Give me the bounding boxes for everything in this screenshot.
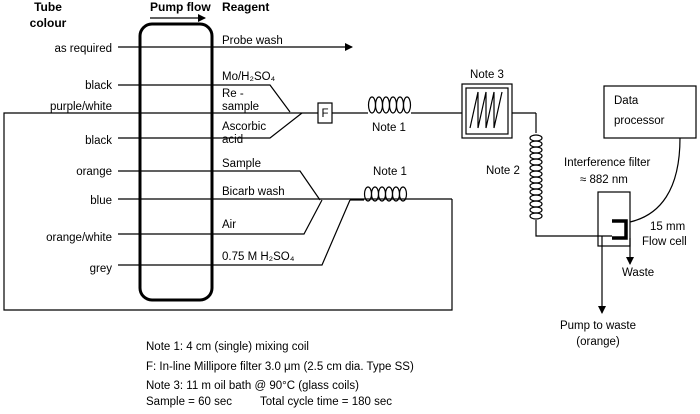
reagent-resample-2: sample: [222, 101, 259, 113]
oil-bath: [461, 83, 513, 139]
reagent-h2so4: 0.75 M H₂SO₄: [222, 251, 295, 263]
peristaltic-pump: [138, 22, 214, 302]
reagent-ascorbic-1: Ascorbic: [222, 121, 266, 133]
tube-black-2: black: [85, 135, 112, 147]
line-air: [118, 199, 323, 235]
mixing-coil-upper: [367, 96, 412, 114]
reagent-ascorbic-2: acid: [222, 134, 243, 146]
mixing-coil-lower: [363, 186, 408, 202]
tube-purple-white: purple/white: [50, 101, 112, 113]
tube-orange: orange: [76, 166, 112, 178]
timing-cycle: Total cycle time = 180 sec: [260, 396, 392, 408]
line-sample: [118, 170, 321, 201]
reagent-mo: Mo/H₂SO₄: [222, 71, 276, 83]
header-tube: Tube: [34, 0, 62, 14]
tube-blue: blue: [90, 195, 112, 207]
data-processor-box: [603, 85, 697, 139]
waste-label: Waste: [622, 267, 654, 279]
header-colour: colour: [30, 16, 67, 30]
flow-cell-box: [597, 191, 631, 247]
note-1: Note 1: 4 cm (single) mixing coil: [146, 341, 309, 353]
coil-note2-label: Note 2: [486, 165, 520, 177]
interference-filter-label: Interference filter: [564, 157, 650, 169]
timing-sample: Sample = 60 sec: [146, 396, 232, 408]
oil-bath-coils: [469, 91, 503, 129]
header-reagent: Reagent: [222, 0, 269, 14]
tube-orange-white: orange/white: [46, 232, 112, 244]
flow-cell-label-2: Flow cell: [642, 236, 687, 248]
interference-nm-label: ≈ 882 nm: [580, 174, 628, 186]
flow-cell-label-1: 15 mm: [650, 221, 685, 233]
signal-cable: [629, 137, 681, 223]
reagent-air: Air: [222, 219, 236, 231]
line-mo: [118, 84, 291, 113]
reagent-sample: Sample: [222, 158, 261, 170]
line-h2so4: [118, 199, 351, 266]
pump-waste-label-1: Pump to waste: [560, 320, 636, 332]
note-f: F: In-line Millipore filter 3.0 μm (2.5 …: [146, 361, 414, 373]
tube-black-1: black: [85, 80, 112, 92]
tube-as-required: as required: [54, 43, 112, 55]
reagent-bicarb: Bicarb wash: [222, 186, 285, 198]
line-to-flow-cell: [535, 220, 612, 237]
pump-waste-label-2: (orange): [576, 336, 620, 348]
line-recirculation: [3, 112, 453, 311]
oil-bath-label: Note 3: [470, 69, 504, 81]
tube-grey: grey: [90, 263, 113, 275]
coil-note2: [529, 134, 543, 220]
data-processor-label-1: Data: [614, 95, 639, 107]
note-3: Note 3: 11 m oil bath @ 90°C (glass coil…: [146, 380, 359, 392]
reagent-resample-1: Re -: [222, 88, 244, 100]
flow-cell-path: [612, 219, 628, 240]
header-pump-flow: Pump flow: [150, 0, 211, 14]
line-ascorbic: [118, 112, 303, 139]
coil-upper-label: Note 1: [372, 122, 406, 134]
data-processor-label-2: processor: [614, 115, 665, 127]
filter-label: F: [321, 108, 328, 120]
reagent-probe-wash: Probe wash: [222, 35, 283, 47]
coil-lower-label: Note 1: [373, 166, 407, 178]
